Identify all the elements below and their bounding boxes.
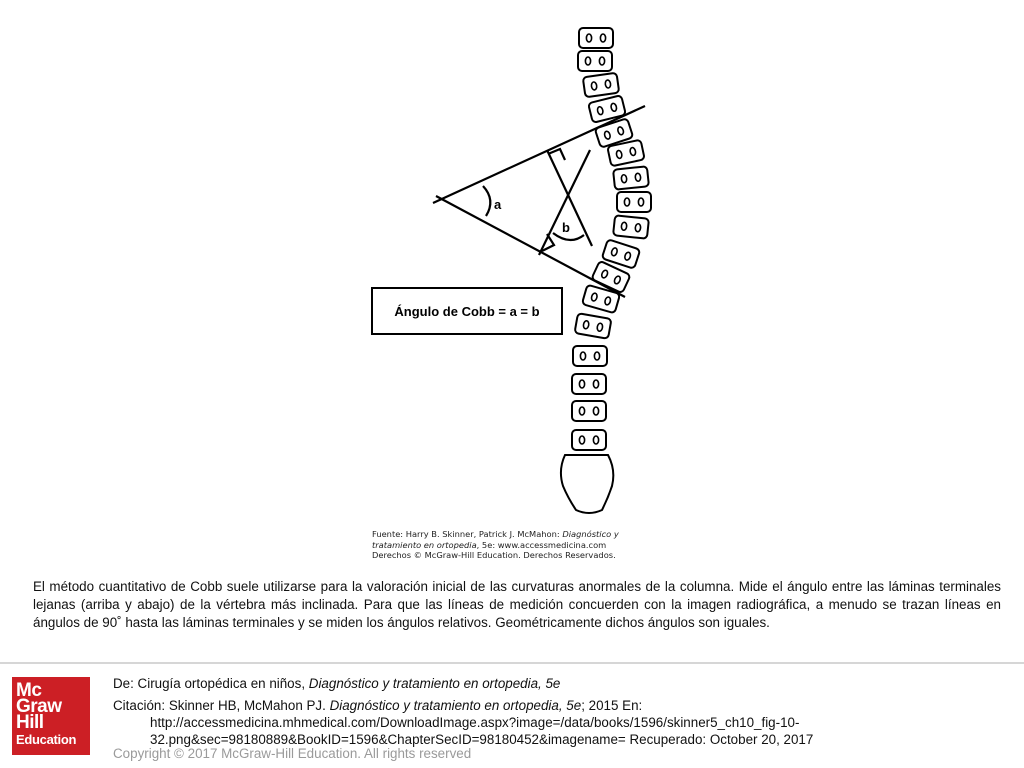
- reference-from: De: Cirugía ortopédica en niños, Diagnós…: [113, 675, 560, 692]
- source-title: Diagnóstico y tratamiento en ortopedia: [372, 529, 619, 550]
- vertebra: [577, 50, 613, 72]
- reference-citation: Citación: Skinner HB, McMahon PJ. Diagnó…: [113, 697, 642, 714]
- spine: [571, 27, 652, 451]
- vertebra: [581, 284, 621, 314]
- logo-line-3: Hill: [16, 712, 44, 733]
- vertebra: [572, 345, 608, 367]
- figure-caption: El método cuantitativo de Cobb suele uti…: [33, 579, 1001, 630]
- upper-perpendicular: [546, 149, 593, 247]
- angle-b-label: b: [562, 220, 570, 235]
- source-rest: , 5e: www.accessmedicina.com: [476, 539, 607, 550]
- vertebra: [571, 429, 607, 451]
- arc-angle-a: [482, 185, 492, 217]
- logo-line-1: Mc: [16, 680, 42, 701]
- logo-line-2: Graw: [16, 696, 62, 717]
- figure-source: Fuente: Harry B. Skinner, Patrick J. McM…: [372, 529, 652, 561]
- reference-url-line-2: 32.png&sec=98180889&BookID=1596&ChapterS…: [150, 732, 814, 747]
- source-lead: Fuente: Harry B. Skinner, Patrick J. McM…: [372, 529, 563, 539]
- vertebra: [587, 95, 627, 123]
- cobb-angle-label: Ángulo de Cobb = a = b: [371, 287, 563, 335]
- from-book: Diagnóstico y tratamiento en ortopedia, …: [308, 676, 561, 691]
- citation-book: Diagnóstico y tratamiento en ortopedia, …: [329, 698, 582, 713]
- cobb-angle-diagram: a b: [432, 27, 652, 514]
- copyright-notice: Copyright © 2017 McGraw-Hill Education. …: [113, 746, 472, 761]
- vertebra: [616, 191, 652, 213]
- vertebra: [601, 239, 641, 269]
- citation-rest: ; 2015 En:: [581, 698, 643, 713]
- vertebra: [591, 261, 631, 293]
- mcgraw-hill-logo: Mc Graw Hill Education: [12, 677, 90, 755]
- upper-endplate-line: [432, 104, 646, 205]
- lower-perpendicular: [538, 149, 591, 256]
- citation-label: Citación: Skinner HB, McMahon PJ.: [113, 698, 330, 713]
- logo-line-4: Education: [16, 732, 77, 747]
- vertebra: [594, 118, 634, 148]
- source-copyright: Derechos © McGraw-Hill Education. Derech…: [372, 550, 616, 560]
- divider: [0, 662, 1024, 664]
- angle-a-label: a: [494, 197, 502, 212]
- arc-angle-b: [552, 232, 585, 242]
- vertebra: [574, 312, 612, 340]
- reference-url-line-1: http://accessmedicina.mhmedical.com/Down…: [150, 715, 800, 730]
- vertebra: [607, 139, 645, 167]
- sacrum: [559, 454, 615, 514]
- vertebra: [612, 214, 650, 240]
- vertebra: [571, 400, 607, 422]
- vertebra: [582, 72, 620, 98]
- lower-endplate-line: [435, 195, 626, 298]
- measurement-lines: [432, 104, 646, 298]
- vertebra: [571, 373, 607, 395]
- vertebra: [578, 27, 614, 49]
- from-label: De: Cirugía ortopédica en niños,: [113, 676, 309, 691]
- right-angle-marker-top: [547, 147, 567, 161]
- vertebra: [612, 165, 650, 191]
- right-angle-marker-bottom: [541, 233, 556, 252]
